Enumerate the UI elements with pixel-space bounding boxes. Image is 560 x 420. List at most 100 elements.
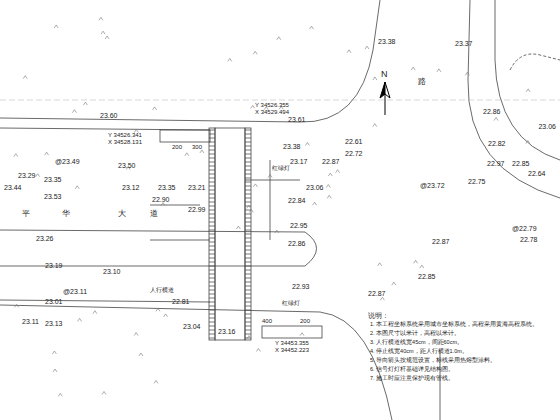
- vegetation-symbol: [134, 333, 138, 336]
- elevation-label: 23.06: [538, 123, 556, 130]
- vegetation-symbol: [275, 230, 279, 233]
- vegetation-symbol: [139, 353, 143, 356]
- elevation-label: 22.84: [288, 197, 306, 204]
- vegetation-symbol: [526, 89, 530, 92]
- elevation-label: 23.19: [45, 262, 63, 269]
- elevation-label: 23.10: [103, 268, 121, 275]
- elevation-label: 23.04: [183, 323, 201, 330]
- elevation-label: 23.61: [288, 116, 306, 123]
- map-label: 路: [418, 78, 426, 86]
- map-label: 人行横道: [150, 287, 174, 293]
- elevation-label: 23.38: [378, 38, 396, 45]
- elevation-label: 22.86: [288, 240, 306, 247]
- vegetation-symbol: [347, 50, 351, 53]
- elevation-label: 22.85: [512, 160, 530, 167]
- elevation-label: 23.37: [455, 40, 473, 47]
- vegetation-symbol: [93, 311, 97, 314]
- vegetation-symbol: [247, 205, 251, 208]
- vegetation-symbol: [54, 25, 58, 28]
- elevation-label: 23.35: [158, 184, 176, 191]
- elevation-label: 22.78: [520, 236, 538, 243]
- elevation-label: 22.61: [345, 138, 363, 145]
- map-label: 200: [172, 144, 182, 150]
- elevation-label: 23.06: [306, 184, 324, 191]
- elevation-label: 23.35: [44, 176, 62, 183]
- vegetation-symbol: [411, 67, 415, 70]
- map-label: 400: [262, 318, 272, 324]
- vegetation-symbol: [251, 105, 255, 108]
- vegetation-symbol: [53, 369, 57, 372]
- vegetation-symbol: [78, 318, 82, 321]
- vegetation-symbol: [249, 209, 253, 212]
- vegetation-symbol: [526, 141, 530, 144]
- map-label: X 34529.494: [255, 109, 289, 115]
- elevation-label: 23.53: [44, 193, 62, 200]
- map-label: X 34528.131: [108, 139, 142, 145]
- vegetation-symbol: [336, 170, 340, 173]
- vegetation-symbol: [228, 58, 232, 61]
- map-label: 红绿灯: [282, 300, 300, 306]
- elevation-label: 22.64: [528, 170, 546, 177]
- vegetation-symbol: [414, 260, 418, 263]
- map-label: 2. 本图尺寸以米计，高程以米计。: [370, 331, 460, 337]
- elevation-label: 22.86: [483, 108, 501, 115]
- vegetation-symbol: [268, 175, 272, 178]
- map-label: 4. 停止线宽40cm，距人行横道1.0m。: [370, 349, 468, 355]
- vegetation-symbol: [465, 72, 469, 75]
- elevation-label: 22.93: [292, 283, 310, 290]
- elevation-label: 22.75: [468, 178, 486, 185]
- vegetation-symbol: [15, 304, 19, 307]
- vegetation-symbol: [36, 174, 40, 177]
- vegetation-symbol: [253, 184, 257, 187]
- vegetation-symbol: [58, 393, 62, 396]
- vegetation-symbol: [437, 69, 441, 72]
- vegetation-symbol: [310, 26, 314, 29]
- elevation-label: 22.97: [487, 160, 505, 167]
- vegetation-symbol: [154, 380, 158, 383]
- elevation-label: 22.72: [345, 150, 363, 157]
- map-label: 6. 信号灯灯杆基础详见结构图。: [370, 367, 454, 373]
- vegetation-symbol: [494, 118, 498, 121]
- elevation-label: 22.90: [152, 196, 170, 203]
- vegetation-symbol: [185, 153, 189, 156]
- map-label: N: [381, 70, 388, 79]
- map-label: 说明：: [368, 312, 389, 319]
- vegetation-symbol: [156, 308, 160, 311]
- vegetation-symbol: [373, 77, 377, 80]
- vegetation-symbol: [101, 31, 105, 34]
- map-label: 华: [62, 210, 70, 218]
- elevation-label: @23.11: [63, 288, 87, 295]
- map-label: 5. 导向箭头按规范设置，标线采用热熔型涂料。: [370, 358, 496, 364]
- map-label: Y 34453.355: [275, 340, 309, 346]
- vegetation-symbol: [253, 51, 257, 54]
- map-label: 200: [300, 318, 310, 324]
- vegetation-symbol: [153, 107, 157, 110]
- vegetation-symbol: [161, 203, 165, 206]
- vegetation-symbol: [300, 333, 304, 336]
- vegetation-symbol: [236, 226, 240, 229]
- vegetation-symbol: [105, 36, 109, 39]
- vegetation-symbol: [326, 185, 330, 188]
- vegetation-symbol: [328, 173, 332, 176]
- vegetation-symbol: [378, 263, 382, 266]
- vegetation-symbol: [256, 349, 260, 352]
- elevation-label: 23.11: [22, 318, 39, 325]
- elevation-label: 23.60: [100, 112, 118, 119]
- map-label: 平: [22, 210, 30, 218]
- elevation-label: 23.21: [188, 184, 206, 191]
- elevation-label: 22.82: [488, 140, 506, 147]
- elevation-label: @23.72: [420, 182, 445, 189]
- vegetation-symbol: [305, 143, 309, 146]
- vegetation-symbol: [420, 265, 424, 268]
- elevation-label: 23.26: [36, 235, 54, 242]
- elevation-label: 22.87: [432, 238, 450, 245]
- elevation-label: 23.16: [218, 328, 236, 335]
- map-label: 300: [192, 144, 202, 150]
- elevation-label: @22.79: [512, 225, 537, 232]
- elevation-label: 22.85: [418, 273, 436, 280]
- elevation-label: 23.12: [122, 184, 140, 191]
- elevation-label: 22.99: [188, 206, 206, 213]
- map-label: Y 34526.341: [108, 132, 142, 138]
